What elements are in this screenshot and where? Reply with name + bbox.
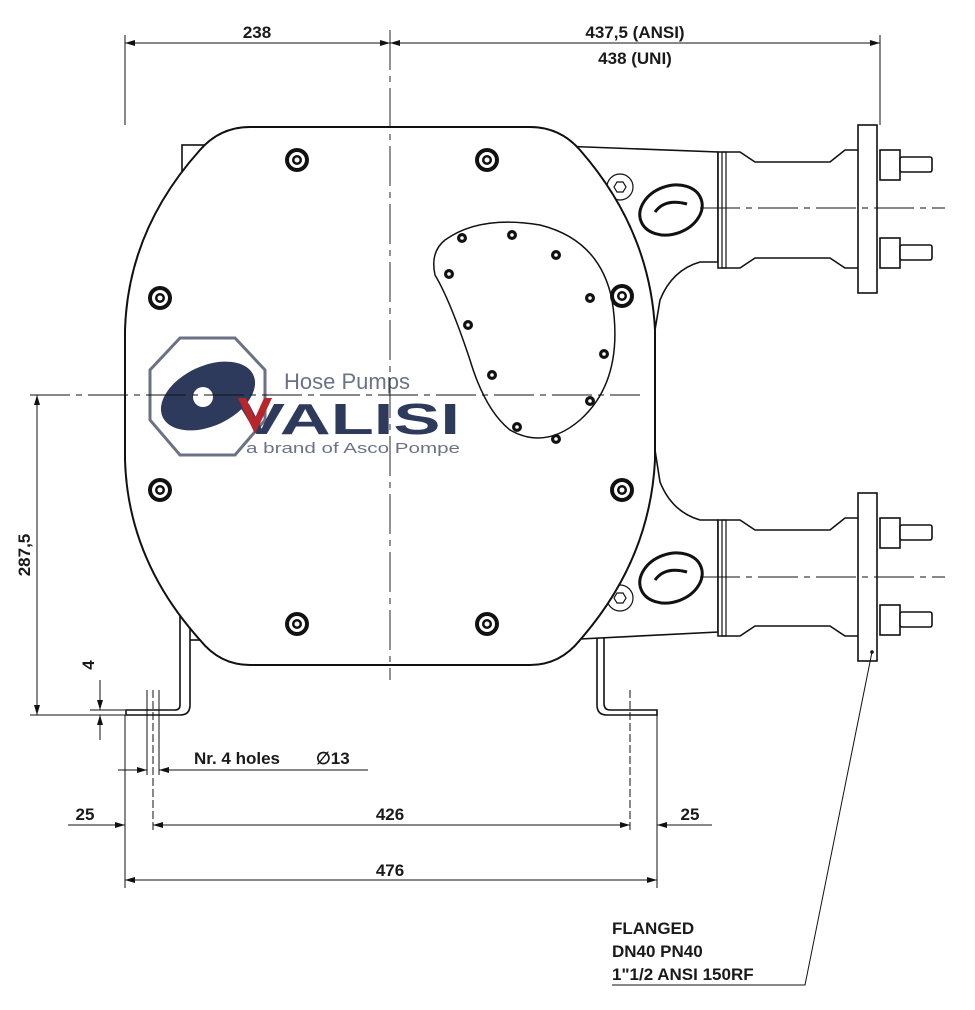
bolt-icon: [610, 478, 634, 502]
dim-foot-thickness: 4: [79, 660, 98, 670]
dim-right-width-ansi: 437,5 (ANSI): [585, 23, 684, 42]
cover-screws: [444, 230, 609, 444]
inspection-cover: [433, 221, 616, 439]
screw-icon: [487, 370, 497, 380]
dimension-lines: [30, 35, 881, 986]
screw-icon: [457, 233, 467, 243]
logo-subtitle: a brand of Asco Pompe: [246, 440, 460, 457]
screw-icon: [585, 293, 595, 303]
flange-note-line2: DN40 PN40: [612, 942, 703, 961]
bolt-icon: [148, 478, 172, 502]
flange-stud: [879, 517, 933, 636]
bolt-icon: [148, 286, 172, 310]
screw-icon: [507, 230, 517, 240]
screw-icon: [551, 250, 561, 260]
body-bolts: [148, 148, 634, 636]
bolt-icon: [285, 612, 309, 636]
center-lines: [30, 30, 945, 680]
screw-icon: [512, 422, 522, 432]
dim-height: 287,5: [15, 534, 34, 577]
screw-icon: [444, 269, 454, 279]
valisi-logo: Hose Pumps VALISI a brand of Asco Pompe: [148, 336, 460, 457]
bolt-icon: [610, 284, 634, 308]
flange-note-line1: FLANGED: [612, 919, 694, 938]
dim-overall-base: 476: [376, 861, 404, 880]
screw-icon: [599, 349, 609, 359]
screw-icon: [463, 320, 473, 330]
holes-note: Nr. 4 holes: [194, 749, 280, 768]
dim-edge-right: 25: [681, 805, 700, 824]
bolt-icon: [475, 612, 499, 636]
flange-stud: [879, 149, 933, 269]
bolt-icon: [475, 148, 499, 172]
dim-edge-left: 25: [76, 805, 95, 824]
screw-icon: [551, 434, 561, 444]
dim-right-width-uni: 438 (UNI): [598, 49, 672, 68]
dim-hole-spacing: 426: [376, 805, 404, 824]
flange-note-line3: 1"1/2 ANSI 150RF: [612, 965, 754, 984]
bolt-icon: [285, 148, 309, 172]
screw-icon: [585, 396, 595, 406]
hole-diameter: ∅13: [316, 749, 350, 768]
dim-left-width: 238: [243, 23, 271, 42]
logo-tagline: Hose Pumps: [284, 369, 410, 394]
logo-brand: VALISI: [238, 395, 460, 444]
